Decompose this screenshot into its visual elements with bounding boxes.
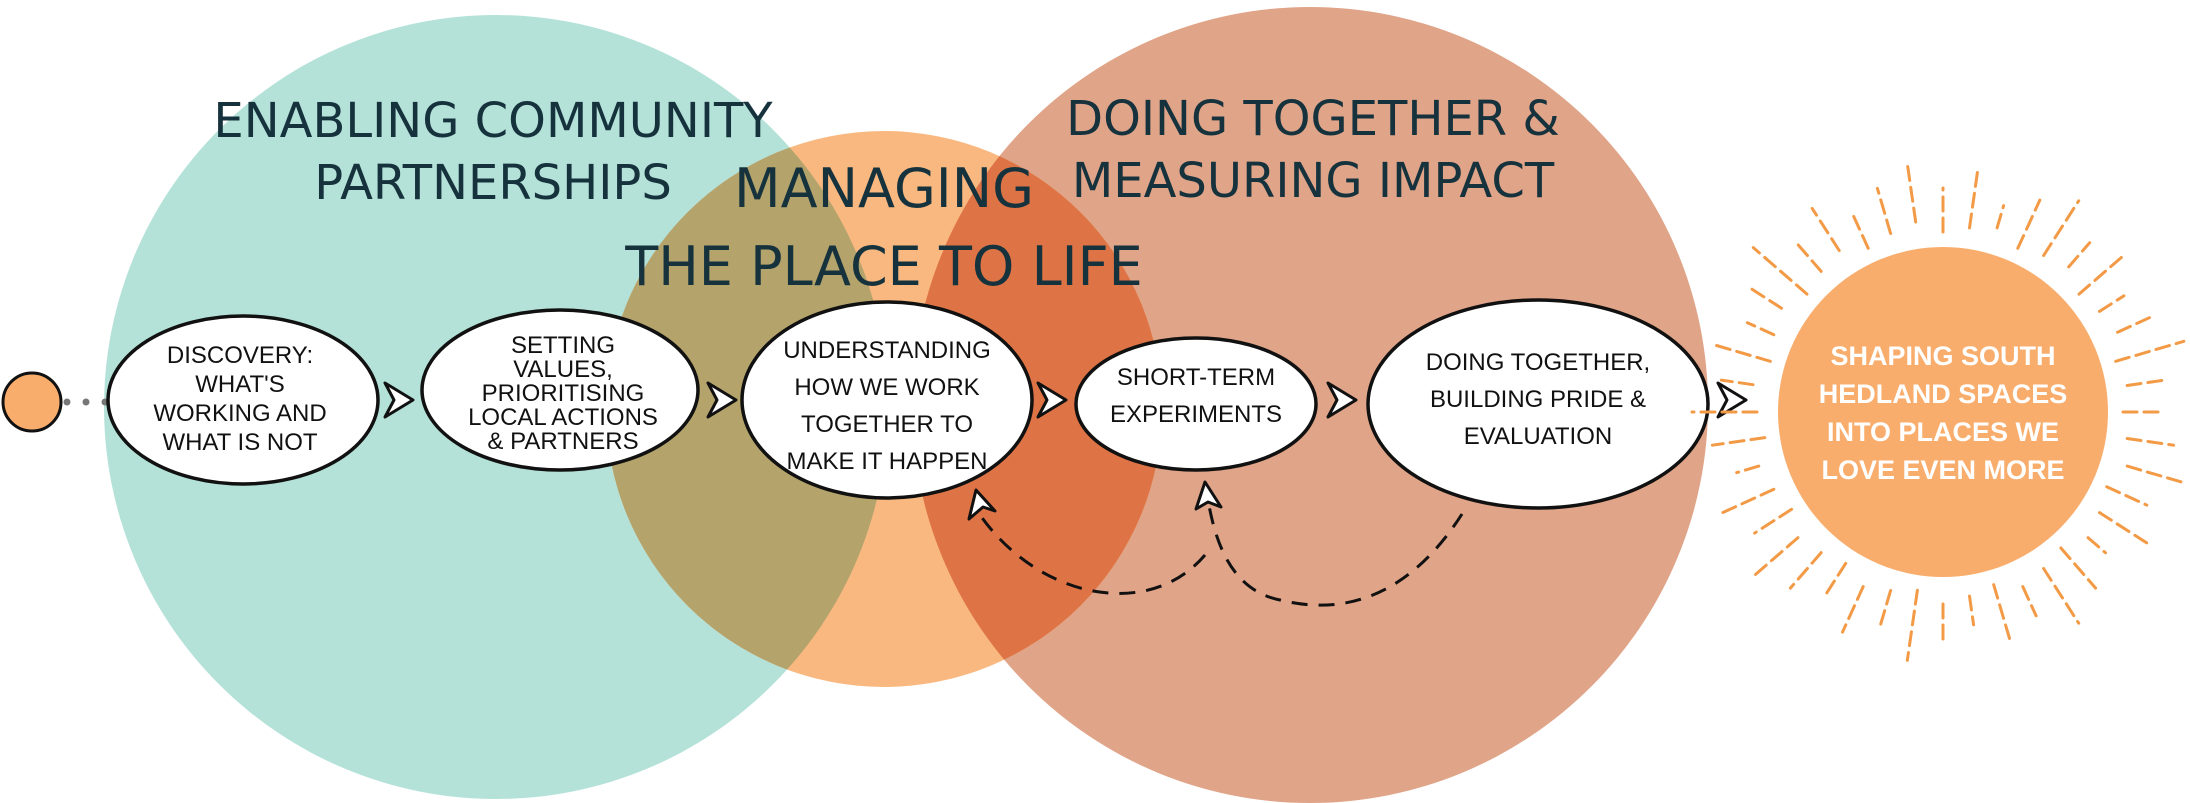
sun-ray [2067, 241, 2092, 269]
sun-ray [2059, 546, 2098, 590]
sun-rays [1690, 162, 2186, 662]
outcome-line3: INTO PLACES WE [1827, 417, 2059, 447]
chevron-arrow-icon [706, 381, 738, 419]
node-short-term: SHORT-TERM EXPERIMENTS [1074, 336, 1318, 472]
sun-ray [2077, 252, 2128, 296]
sun-ray [1709, 342, 1772, 363]
chevron-arrow-icon [1716, 381, 1748, 419]
title-managing-line2: THE PLACE TO LIFE [624, 235, 1143, 298]
node-setting-line5: & PARTNERS [487, 428, 638, 455]
sun-ray [1788, 551, 1823, 590]
sun-ray [2016, 198, 2042, 250]
node-doing-line2: BUILDING PRIDE & [1430, 386, 1646, 413]
node-understanding-line1: UNDERSTANDING [783, 337, 991, 364]
sun-ray [2125, 378, 2167, 387]
start-dot-icon [1, 371, 109, 433]
node-discovery-line3: WORKING AND [153, 400, 326, 427]
node-discovery-line2: WHAT'S [195, 371, 284, 398]
sun-ray [2116, 313, 2157, 334]
sun-ray [1810, 206, 1841, 252]
node-discovery-line4: WHAT IS NOT [162, 429, 317, 456]
feedback-arrowhead-icon [1194, 480, 1223, 511]
sun-ray [1852, 214, 1870, 250]
sun-ray [1719, 378, 1755, 387]
sun-ray [1825, 561, 1848, 595]
sun-ray [1841, 585, 1865, 634]
sun-icon [1690, 162, 2186, 662]
node-understanding: UNDERSTANDING HOW WE WORK TOGETHER TO MA… [740, 300, 1034, 500]
chevron-arrow-icon [383, 381, 415, 419]
chevron-arrow-icon [1326, 381, 1358, 419]
sun-ray [1905, 588, 1919, 662]
sun-ray [1745, 321, 1776, 337]
node-setting-values: SETTING VALUES, PRIORITISING LOCAL ACTIO… [420, 308, 700, 472]
node-discovery-line1: DISCOVERY: [167, 342, 313, 369]
node-doing-line1: DOING TOGETHER, [1426, 349, 1650, 376]
sun-ray [1995, 204, 2006, 230]
overlap-left-middle [606, 131, 888, 687]
sun-ray [1968, 171, 1979, 230]
sun-ray [2098, 294, 2126, 313]
node-discovery: DISCOVERY: WHAT'S WORKING AND WHAT IS NO… [106, 314, 380, 486]
outcome-line4: LOVE EVEN MORE [1821, 455, 2064, 485]
node-understanding-line4: MAKE IT HAPPEN [787, 448, 988, 475]
sun-ray [1721, 487, 1776, 514]
node-setting-line4: LOCAL ACTIONS [468, 404, 658, 431]
sun-ray [1745, 284, 1783, 310]
outcome-line2: HEDLAND SPACES [1819, 379, 2068, 409]
sun-ray [1968, 594, 1976, 627]
sun-ray [1905, 162, 1918, 224]
sun-ray [1794, 241, 1823, 273]
sun-ray [1710, 436, 1767, 447]
sun-ray [1878, 589, 1893, 629]
sun-ray [1875, 186, 1893, 235]
node-short-term-line2: EXPERIMENTS [1110, 401, 1282, 428]
outcome-line1: SHAPING SOUTH [1830, 341, 2055, 371]
title-enabling-line2: PARTNERSHIPS [314, 155, 672, 211]
sun-ray [2125, 437, 2176, 447]
node-setting-line1: SETTING [511, 332, 615, 359]
sun-ray [1735, 464, 1761, 475]
title-enabling-line1: ENABLING COMMUNITY [213, 93, 773, 149]
sun-ray [1992, 583, 2013, 646]
sun-ray [2125, 464, 2186, 485]
sun-ray [2105, 485, 2149, 507]
node-setting-line2: VALUES, [513, 356, 613, 383]
node-short-term-line1: SHORT-TERM [1117, 364, 1275, 391]
sun-ray [1751, 536, 1800, 578]
sun-ray [1751, 246, 1809, 296]
feedback-loop-short-term [978, 514, 1207, 595]
sun-ray [2098, 511, 2149, 545]
sun-ray [2042, 567, 2081, 625]
feedback-arrowhead-icon [967, 488, 997, 521]
node-understanding-line3: TOGETHER TO [801, 411, 973, 438]
title-doing-line2: MEASURING IMPACT [1072, 153, 1555, 209]
node-doing-line3: EVALUATION [1464, 423, 1612, 450]
sun-ray [2042, 199, 2081, 257]
title-managing-line1: MANAGING [734, 157, 1034, 220]
sun-ray [1753, 507, 1794, 535]
sun-ray [2021, 585, 2038, 618]
node-doing-together: DOING TOGETHER, BUILDING PRIDE & EVALUAT… [1366, 298, 1710, 510]
sun-ray [2114, 339, 2186, 363]
sun-ray [2086, 536, 2107, 555]
node-understanding-line2: HOW WE WORK [794, 374, 979, 401]
feedback-loop-doing-together [1206, 499, 1464, 607]
title-doing-line1: DOING TOGETHER & [1066, 91, 1560, 147]
chevron-arrow-icon [1036, 381, 1068, 419]
node-setting-line3: PRIORITISING [482, 380, 645, 407]
sun-disc [1778, 247, 2108, 577]
